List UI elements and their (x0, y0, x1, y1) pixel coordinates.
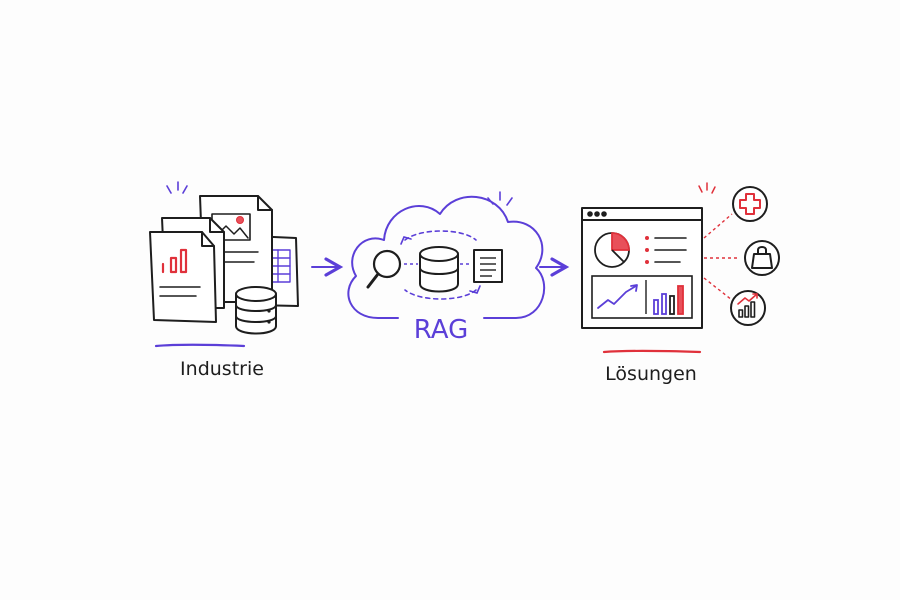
sparkle-icon (698, 182, 716, 194)
loesungen-underline (602, 349, 702, 354)
industrie-group (149, 181, 299, 335)
shopping-bag-icon (744, 240, 780, 276)
growth-chart-icon (730, 290, 766, 326)
document-icon (473, 249, 503, 283)
line-chart-icon (597, 284, 638, 309)
pie-chart-icon (594, 232, 630, 268)
list-icon (645, 236, 687, 264)
loesungen-label: Lösungen (605, 363, 697, 385)
database-icon (235, 286, 277, 335)
search-icon (366, 249, 402, 289)
sparkle-icon (166, 181, 188, 194)
document-chart-icon (149, 231, 217, 323)
industrie-label: Industrie (180, 358, 264, 380)
database-icon (419, 246, 459, 293)
healthcare-icon (732, 186, 768, 222)
connector-lines (703, 213, 740, 301)
bar-chart-icon (653, 285, 684, 315)
loesungen-group (581, 182, 780, 329)
cloud-icon (347, 195, 546, 319)
rag-cloud-group (347, 191, 546, 319)
rag-label: RAG (414, 315, 469, 345)
industrie-underline (154, 343, 246, 348)
cycle-arrows-icon (404, 230, 477, 300)
